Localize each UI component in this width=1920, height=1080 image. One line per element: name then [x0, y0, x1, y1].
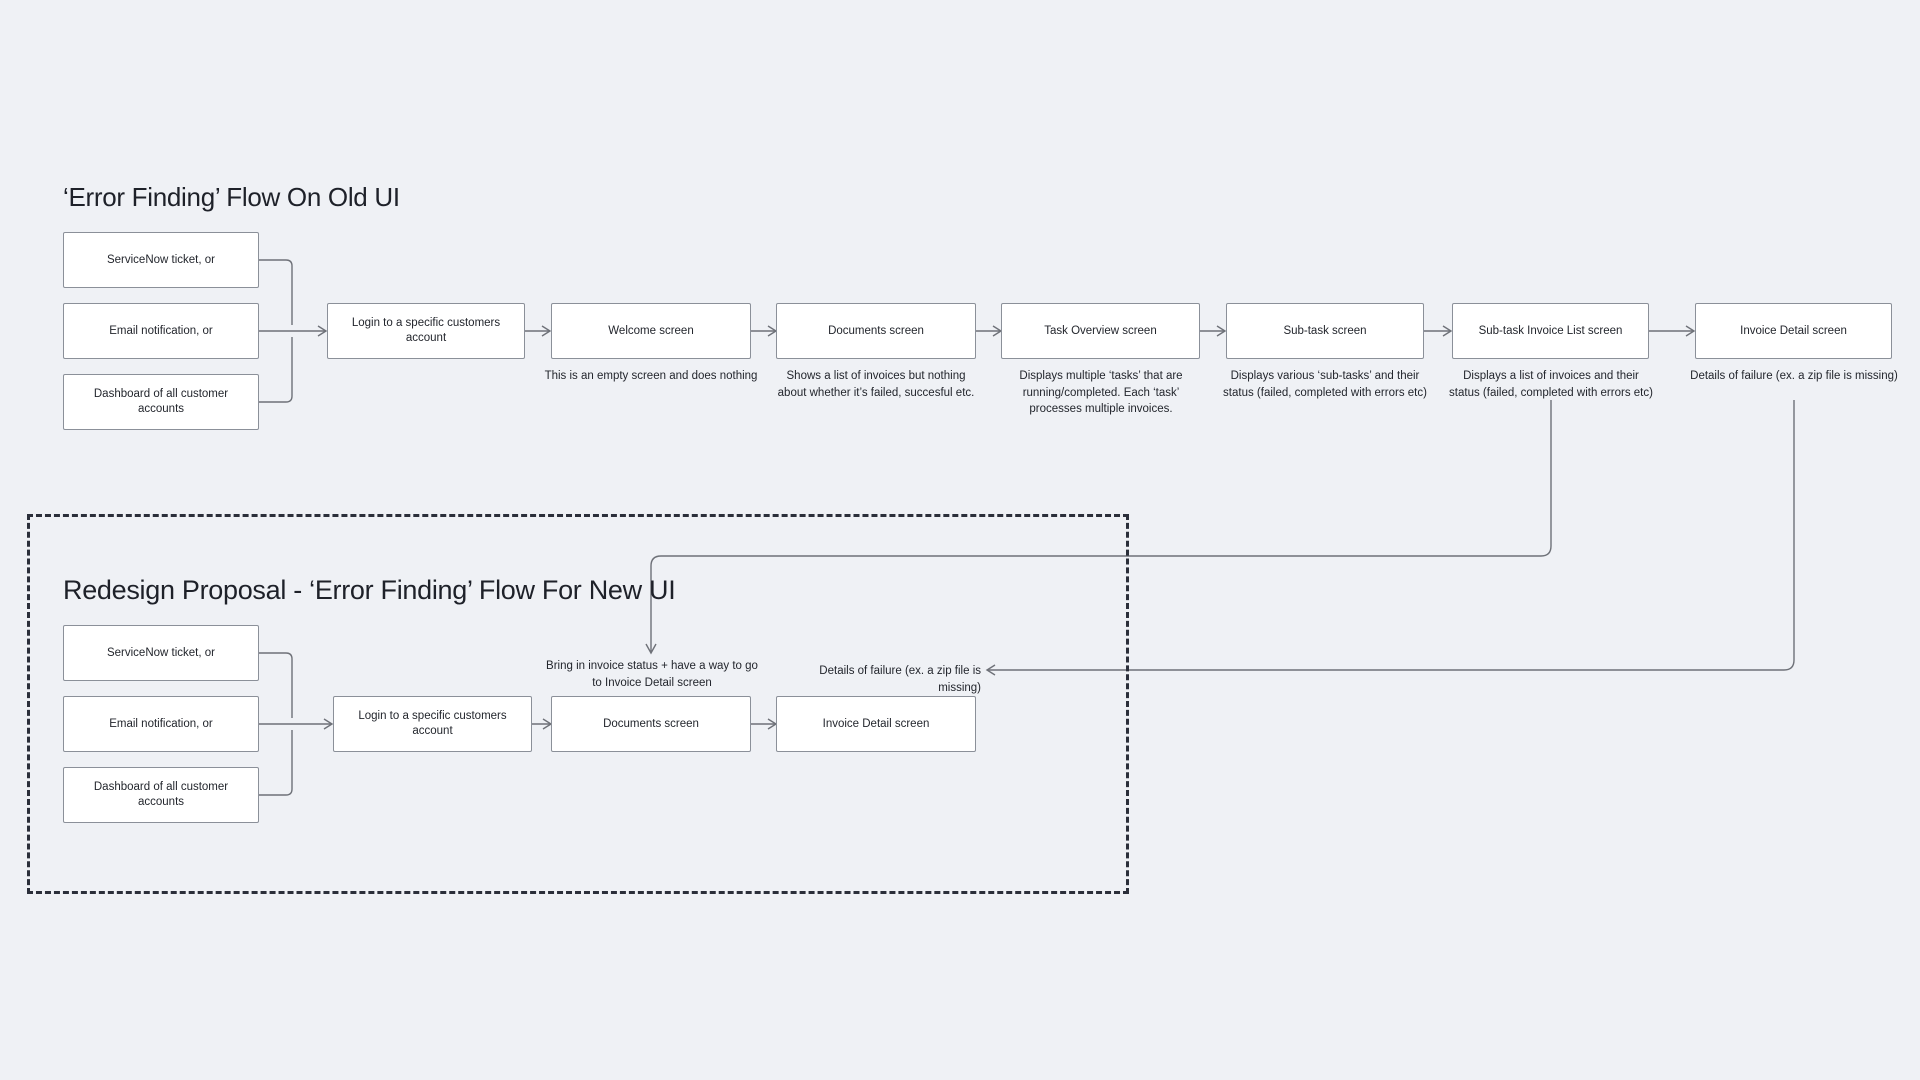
node-label: ServiceNow ticket, or — [106, 253, 215, 266]
caption-old-sub-task: Displays various ‘sub-tasks’ and their s… — [1221, 368, 1429, 401]
node-old-source-email[interactable]: Email notification, or — [63, 303, 259, 359]
caption-old-task-overview: Displays multiple ‘tasks’ that are runni… — [1006, 368, 1196, 418]
node-old-source-servicenow[interactable]: ServiceNow ticket, or — [63, 232, 259, 288]
arrowhead-old-subtask — [1216, 325, 1227, 337]
caption-text: Displays multiple ‘tasks’ that are runni… — [1019, 370, 1183, 416]
node-old-documents[interactable]: Documents screen — [776, 303, 976, 359]
arrowhead-old-documents — [767, 325, 778, 337]
arrowhead-old-invoicelist — [1442, 325, 1453, 337]
node-label: ServiceNow ticket, or — [106, 646, 215, 659]
node-new-login[interactable]: Login to a specific customers account — [333, 696, 532, 752]
arrowhead-old-welcome — [541, 325, 552, 337]
wire-old-source1 — [259, 259, 293, 325]
node-label: Login to a specific customers account — [351, 317, 501, 344]
node-label: Dashboard of all customer accounts — [93, 388, 229, 415]
node-label: Sub-task screen — [1283, 324, 1367, 337]
node-new-documents[interactable]: Documents screen — [551, 696, 751, 752]
node-label: Login to a specific customers account — [358, 710, 507, 737]
annotation-text: Bring in invoice status + have a way to … — [546, 660, 758, 689]
caption-text: This is an empty screen and does nothing — [544, 370, 758, 382]
node-old-source-dashboard[interactable]: Dashboard of all customer accounts — [63, 374, 259, 430]
node-new-source-email[interactable]: Email notification, or — [63, 696, 259, 752]
node-old-login[interactable]: Login to a specific customers account — [327, 303, 525, 359]
annotation-new-documents: Bring in invoice status + have a way to … — [546, 658, 758, 691]
redesign-group-frame — [27, 514, 1129, 894]
wire-old-source3 — [259, 337, 293, 403]
caption-text: Displays a list of invoices and their st… — [1449, 370, 1653, 399]
node-new-source-servicenow[interactable]: ServiceNow ticket, or — [63, 625, 259, 681]
node-old-invoice-detail[interactable]: Invoice Detail screen — [1695, 303, 1892, 359]
node-old-task-overview[interactable]: Task Overview screen — [1001, 303, 1200, 359]
page-title-new-flow: Redesign Proposal - ‘Error Finding’ Flow… — [63, 575, 676, 605]
arrowhead-old-detail — [1685, 325, 1696, 337]
caption-text: Displays various ‘sub-tasks’ and their s… — [1223, 370, 1427, 399]
caption-old-sub-task-invoice-list: Displays a list of invoices and their st… — [1447, 368, 1655, 401]
arrowhead-old-login — [317, 325, 328, 337]
caption-old-welcome: This is an empty screen and does nothing — [541, 368, 761, 385]
page-title-old-flow: ‘Error Finding’ Flow On Old UI — [63, 182, 400, 212]
node-label: Dashboard of all customer accounts — [93, 781, 229, 808]
caption-text: Details of failure (ex. a zip file is mi… — [1690, 370, 1898, 382]
node-old-sub-task-invoice-list[interactable]: Sub-task Invoice List screen — [1452, 303, 1649, 359]
arrowhead-old-task — [992, 325, 1003, 337]
node-old-welcome[interactable]: Welcome screen — [551, 303, 751, 359]
node-new-invoice-detail[interactable]: Invoice Detail screen — [776, 696, 976, 752]
node-label: Documents screen — [828, 324, 924, 337]
node-label: Email notification, or — [109, 324, 213, 337]
annotation-text: Details of failure (ex. a zip file is mi… — [819, 665, 981, 694]
node-label: Invoice Detail screen — [1740, 324, 1847, 337]
caption-text: Shows a list of invoices but nothing abo… — [777, 370, 975, 399]
caption-old-documents: Shows a list of invoices but nothing abo… — [771, 368, 981, 401]
node-label: Sub-task Invoice List screen — [1478, 324, 1623, 337]
caption-old-invoice-detail: Details of failure (ex. a zip file is mi… — [1684, 368, 1904, 385]
node-label: Email notification, or — [109, 717, 213, 730]
node-label: Task Overview screen — [1044, 324, 1157, 337]
node-old-sub-task[interactable]: Sub-task screen — [1226, 303, 1424, 359]
node-label: Welcome screen — [608, 324, 694, 337]
node-label: Invoice Detail screen — [822, 717, 930, 730]
annotation-new-invoice-detail: Details of failure (ex. a zip file is mi… — [775, 663, 981, 696]
node-label: Documents screen — [603, 717, 699, 730]
node-new-source-dashboard[interactable]: Dashboard of all customer accounts — [63, 767, 259, 823]
